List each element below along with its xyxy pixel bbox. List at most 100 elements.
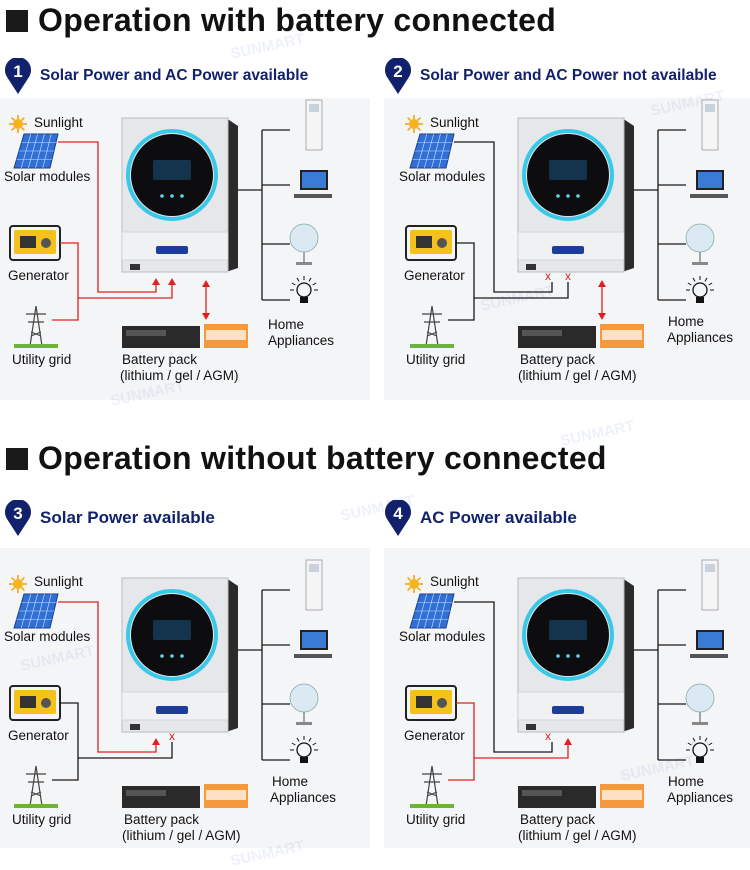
ac-input-line [78, 742, 173, 759]
home-label: Home [668, 774, 705, 789]
blocked-x-mark: x [545, 729, 551, 743]
battery-types-label: (lithium / gel / AGM) [518, 828, 637, 843]
sun-icon [405, 575, 423, 593]
battery-pack-label: Battery pack [520, 352, 596, 367]
sunlight-label: Sunlight [34, 574, 83, 589]
air-conditioner-icon [305, 99, 323, 151]
panel-2-header: 2 Solar Power and AC Power not available [384, 58, 717, 94]
sun-icon [9, 575, 27, 593]
battery-pack-icon [518, 324, 644, 348]
panel-title: Solar Power and AC Power available [40, 67, 309, 84]
panel-title: Solar Power available [40, 508, 215, 527]
battery-flow-arrow [598, 280, 606, 287]
location-pin-icon [5, 58, 31, 94]
generator-icon [405, 685, 457, 721]
blocked-x-mark: x [169, 729, 175, 743]
generator-grid-line [52, 702, 79, 781]
battery-pack-icon [122, 784, 248, 808]
utility-grid-label: Utility grid [406, 812, 466, 827]
solar-flow-arrow [152, 738, 160, 745]
sunlight-label: Sunlight [430, 115, 479, 130]
appliances-label: Appliances [268, 333, 335, 348]
solar-modules-label: Solar modules [399, 169, 486, 184]
appliances-label: Appliances [270, 790, 337, 805]
generator-icon [405, 225, 457, 261]
sunlight-label: Sunlight [430, 574, 479, 589]
solar-panel-icon [13, 593, 59, 629]
fan-icon [685, 683, 715, 725]
panel-number: 4 [393, 504, 403, 523]
battery-pack-label: Battery pack [520, 812, 596, 827]
solar-modules-label: Solar modules [4, 629, 91, 644]
panel-diagram [405, 559, 728, 808]
light-bulb-icon [290, 276, 318, 303]
ac-input-line [78, 282, 173, 299]
sun-icon [405, 115, 423, 133]
computer-icon [294, 170, 332, 198]
battery-types-label: (lithium / gel / AGM) [120, 368, 239, 383]
utility-grid-label: Utility grid [12, 812, 72, 827]
panel-number: 3 [13, 504, 23, 523]
section-square-icon [6, 9, 28, 32]
fan-icon [289, 223, 319, 265]
ac-flow-arrow [564, 738, 572, 745]
generator-grid-line [52, 242, 79, 321]
panel-diagram [9, 99, 332, 348]
solar-panel-icon [409, 593, 455, 629]
generator-label: Generator [8, 268, 69, 283]
utility-pylon-icon [410, 765, 454, 808]
blocked-x-mark: x [565, 269, 571, 283]
section-title-text: Operation with battery connected [38, 2, 557, 38]
ac-input-line [474, 742, 569, 759]
solar-line [58, 601, 157, 753]
location-pin-icon [5, 500, 31, 536]
generator-grid-line [448, 242, 475, 321]
panel-title: Solar Power and AC Power not available [420, 67, 717, 84]
panel-3-header: 3 Solar Power available [4, 500, 215, 536]
battery-pack-icon [518, 784, 644, 808]
solar-line [454, 141, 553, 293]
sunlight-label: Sunlight [34, 115, 83, 130]
sun-icon [9, 115, 27, 133]
section-title-with-battery: Operation with battery connected [6, 2, 556, 39]
battery-types-label: (lithium / gel / AGM) [518, 368, 637, 383]
air-conditioner-icon [701, 559, 719, 611]
solar-panel-icon [13, 133, 59, 169]
utility-grid-label: Utility grid [406, 352, 466, 367]
ac-flow-arrow [168, 278, 176, 285]
air-conditioner-icon [305, 559, 323, 611]
battery-types-label: (lithium / gel / AGM) [122, 828, 241, 843]
inverter-icon [517, 117, 634, 273]
solar-modules-label: Solar modules [399, 629, 486, 644]
fan-icon [289, 683, 319, 725]
inverter-icon [517, 577, 634, 733]
solar-line [454, 601, 553, 753]
section-square-icon [6, 447, 28, 470]
utility-pylon-icon [14, 305, 58, 348]
battery-pack-label: Battery pack [122, 352, 198, 367]
generator-icon [9, 685, 61, 721]
ac-input-line [474, 282, 569, 299]
solar-flow-arrow [152, 278, 160, 285]
panel-4-header: 4 AC Power available [384, 500, 577, 536]
generator-label: Generator [404, 268, 465, 283]
computer-icon [294, 630, 332, 658]
solar-line [58, 141, 157, 293]
utility-pylon-icon [14, 765, 58, 808]
home-label: Home [268, 317, 305, 332]
panel-diagram [9, 559, 332, 808]
solar-panel-icon [409, 133, 455, 169]
appliances-label: Appliances [667, 790, 734, 805]
generator-grid-line [448, 702, 475, 781]
inverter-icon [121, 117, 238, 273]
solar-modules-label: Solar modules [4, 169, 91, 184]
panel-diagram [405, 99, 728, 348]
computer-icon [690, 630, 728, 658]
generator-label: Generator [404, 728, 465, 743]
light-bulb-icon [290, 736, 318, 763]
panel-title: AC Power available [420, 508, 577, 527]
section-title-text: Operation without battery connected [38, 440, 607, 476]
battery-flow-arrow [202, 280, 210, 287]
battery-flow-arrow [598, 313, 606, 320]
